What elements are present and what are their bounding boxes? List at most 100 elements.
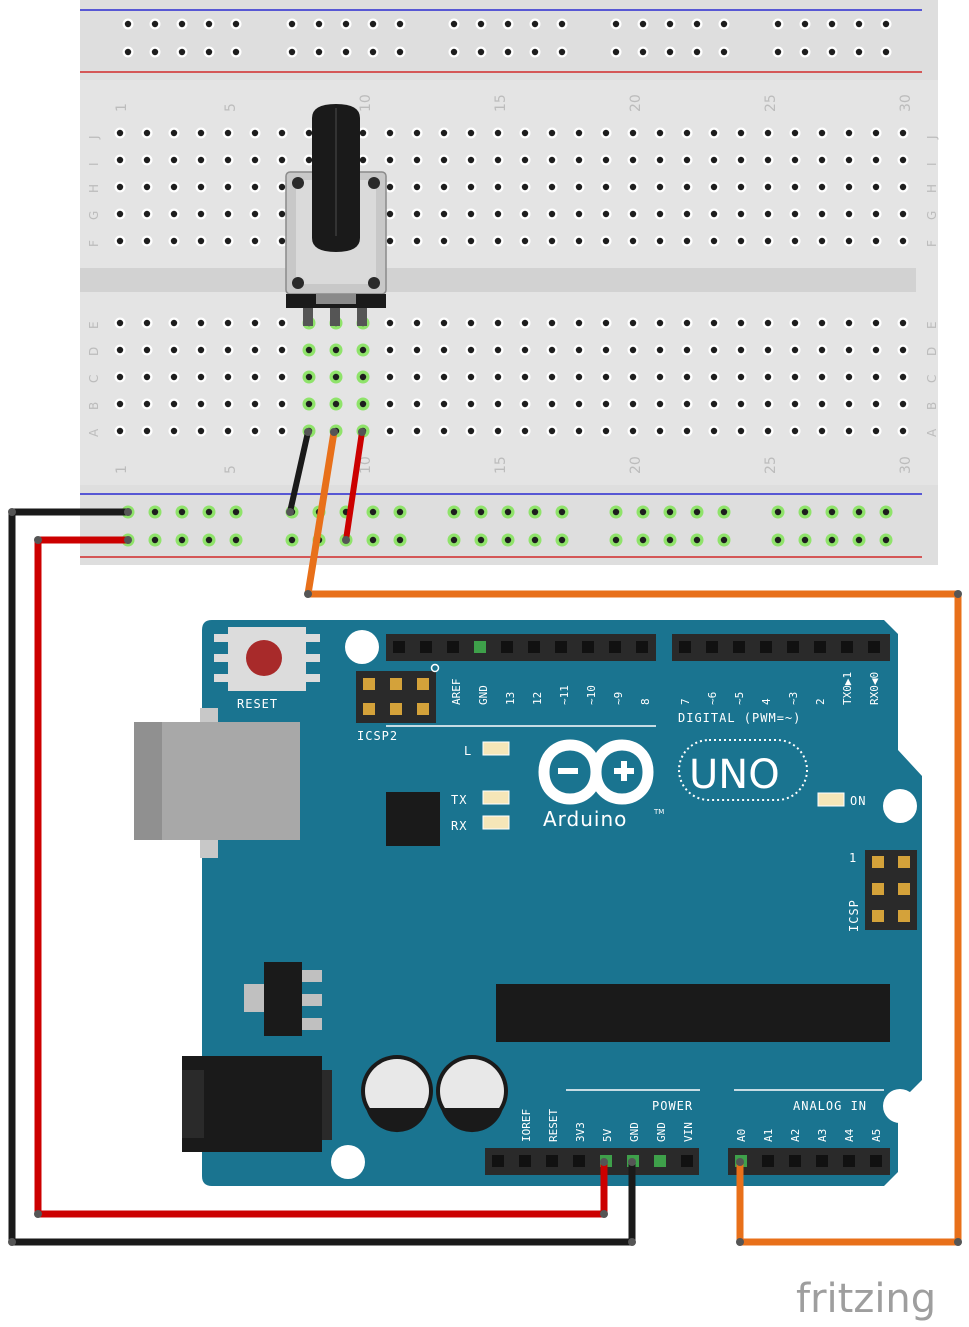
breadboard-hole-center [332,373,340,381]
header-socket[interactable] [733,641,745,653]
breadboard-hole-center [440,319,448,327]
breadboard-hole-center [359,373,367,381]
breadboard-hole-center [467,183,475,191]
header-socket[interactable] [582,641,594,653]
header-socket[interactable] [787,641,799,653]
breadboard-hole-center [683,156,691,164]
breadboard-hole-center [737,427,745,435]
pot-power-jumper[interactable] [343,429,365,543]
breadboard-hole-center [656,400,664,408]
breadboard-hole-center [521,129,529,137]
breadboard-hole-center [693,20,701,28]
header-socket[interactable] [420,641,432,653]
breadboard-hole-center [710,237,718,245]
header-socket[interactable] [816,1155,828,1167]
breadboard-hole-center [124,48,132,56]
top-power-rail [80,0,938,80]
pin-label: 4 [760,698,773,705]
header-pin [363,678,375,690]
power-jack[interactable] [182,1056,322,1152]
breadboard-hole-center [143,156,151,164]
header-socket[interactable] [609,641,621,653]
signal-wire-a0[interactable] [304,428,962,1246]
header-socket[interactable] [573,1155,585,1167]
header-socket[interactable] [654,1155,666,1167]
breadboard-hole-center [197,237,205,245]
breadboard-hole-center [369,536,377,544]
breadboard-hole-center [143,129,151,137]
power-header[interactable] [485,1148,699,1175]
header-pin [898,883,910,895]
header-socket[interactable] [681,1155,693,1167]
digital-header-2[interactable] [672,634,890,661]
breadboard-hole-center [899,427,907,435]
breadboard-hole-center [575,183,583,191]
breadboard-hole-center [521,400,529,408]
breadboard-hole-center [396,508,404,516]
breadboard-hole-center [116,129,124,137]
header-socket[interactable] [501,641,513,653]
breadboard-hole-center [872,400,880,408]
breadboard-hole-center [548,210,556,218]
breadboard-hole-center [558,48,566,56]
breadboard-hole-center [764,319,772,327]
header-socket[interactable] [814,641,826,653]
header-socket[interactable] [555,641,567,653]
header-socket[interactable] [843,1155,855,1167]
usb-connector-inner [134,722,162,840]
breadboard-hole-center [232,508,240,516]
header-pin [872,910,884,922]
breadboard-hole-center [251,129,259,137]
reset-button-leg [306,654,320,662]
breadboard-hole-center [774,20,782,28]
header-socket[interactable] [679,641,691,653]
header-socket[interactable] [546,1155,558,1167]
col-label-top: 25 [763,94,779,112]
row-label-right: D [925,347,939,356]
header-socket[interactable] [868,641,880,653]
row-label-left: D [87,347,101,356]
header-socket[interactable] [447,641,459,653]
row-label-left: F [87,240,101,247]
breadboard-hole-center [494,237,502,245]
breadboard-hole-center [143,373,151,381]
header-socket[interactable] [528,641,540,653]
reset-button-leg [214,674,228,682]
col-label-bottom: 30 [898,456,914,474]
reset-button[interactable] [246,640,282,676]
header-socket[interactable] [474,641,486,653]
breadboard-hole-center [224,400,232,408]
breadboard-hole-center [548,129,556,137]
header-pin [417,703,429,715]
header-socket[interactable] [492,1155,504,1167]
breadboard-hole-center [899,400,907,408]
row-label-right: J [925,135,939,140]
breadboard-hole-center [413,129,421,137]
breadboard-hole-center [818,156,826,164]
breadboard-hole-center [224,183,232,191]
header-socket[interactable] [760,641,772,653]
breadboard-hole-center [224,129,232,137]
row-label-right: B [925,402,939,410]
breadboard-hole-center [504,536,512,544]
led-on [817,792,845,807]
breadboard-hole-center [197,373,205,381]
header-socket[interactable] [870,1155,882,1167]
header-socket[interactable] [636,641,648,653]
wire-end [600,1210,608,1218]
header-socket[interactable] [762,1155,774,1167]
row-label-left: G [87,211,101,220]
breadboard-hole-center [288,536,296,544]
header-socket[interactable] [519,1155,531,1167]
pot-ground-jumper[interactable] [287,429,311,515]
breadboard-hole-center [845,400,853,408]
breadboard-hole-center [521,237,529,245]
analog-header[interactable] [728,1148,890,1175]
header-socket[interactable] [393,641,405,653]
header-socket[interactable] [789,1155,801,1167]
breadboard-labels: 1 5 10 15 20 25 30 1 5 10 15 20 25 30 J … [87,94,939,474]
potentiometer[interactable] [285,104,387,326]
breadboard-hole-center [656,210,664,218]
header-socket[interactable] [706,641,718,653]
header-socket[interactable] [841,641,853,653]
